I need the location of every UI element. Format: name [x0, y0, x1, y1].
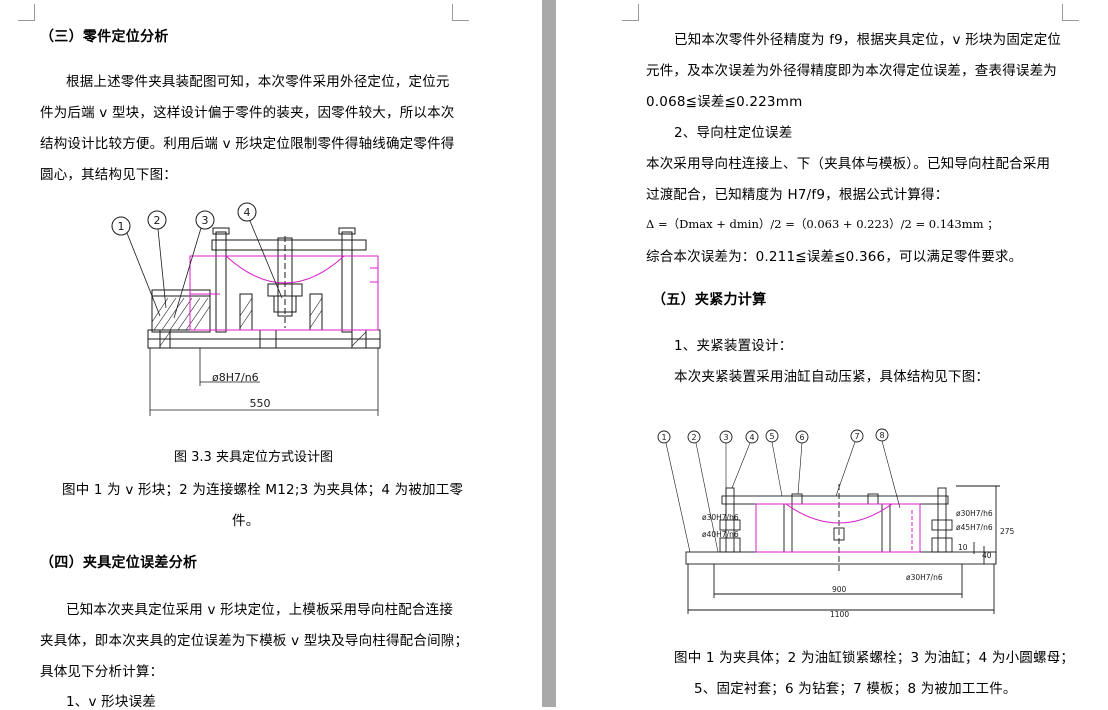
crop-mark — [1062, 4, 1079, 21]
right-page: 已知本次零件外径精度为 f9，根据夹具定位，v 形块为固定定位 元件，及本次误差… — [556, 0, 1108, 707]
paragraph-line: 已知本次零件外径精度为 f9，根据夹具定位，v 形块为固定定位 — [674, 32, 1062, 48]
figure-note-line: 图中 1 为夹具体；2 为油缸锁紧螺栓；3 为油缸；4 为小圆螺母； — [674, 650, 1075, 666]
dimension-10: 10 — [958, 543, 968, 552]
paragraph-line: 已知本次夹具定位采用 v 形块定位，上模板采用导向柱配合连接 — [66, 602, 454, 618]
callout-7: 7 — [854, 432, 859, 441]
callout-5: 5 — [769, 432, 774, 441]
error-formula: Δ =（Dmax + dmin）/2 =（0.063 + 0.223）/2 = … — [646, 217, 999, 231]
clamping-device-drawing: 1 2 3 4 5 6 7 8 ø30H7/h6 ø40H7/n6 ø30H7/… — [657, 428, 1015, 619]
callout-8: 8 — [879, 431, 884, 440]
paragraph-line: 本次采用导向柱连接上、下（夹具体与模板）。已知导向柱配合采用 — [646, 156, 1051, 172]
summary-line: 综合本次误差为：0.211≦误差≦0.366，可以满足零件要求。 — [646, 249, 1023, 265]
fit-label: ø8H7/n6 — [212, 371, 259, 384]
paragraph-line: 根据上述零件夹具装配图可知，本次零件采用外径定位，定位元 — [66, 74, 450, 90]
crop-mark — [452, 4, 469, 21]
paragraph-line: 夹具体，即本次夹具的定位误差为下模板 v 型块及导向柱得配合间隙； — [40, 633, 469, 649]
callout-4: 4 — [749, 433, 754, 442]
dimension-275: 275 — [1000, 527, 1015, 536]
figure-note-line: 件。 — [232, 513, 260, 529]
callout-3: 3 — [202, 214, 209, 227]
paragraph-line: 0.068≦误差≦0.223mm — [646, 94, 803, 110]
callout-4: 4 — [244, 206, 251, 219]
callout-2: 2 — [691, 433, 696, 442]
figure-note-line: 图中 1 为 v 形块；2 为连接螺栓 M12;3 为夹具体；4 为被加工零 — [62, 482, 464, 498]
paragraph-line: 元件，及本次误差为外径得精度即为本次得定位误差，查表得误差为 — [646, 63, 1057, 79]
figure-caption: 图 3.3 夹具定位方式设计图 — [174, 450, 333, 465]
heading-clamping-force: （五）夹紧力计算 — [652, 292, 767, 308]
figure-note-line: 5、固定衬套；6 为钻套；7 模板；8 为被加工工件。 — [694, 681, 1017, 697]
dimension-900: 900 — [832, 585, 847, 594]
fit-label: ø40H7/n6 — [702, 530, 739, 539]
paragraph-line: 过渡配合，已知精度为 H7/f9，根据公式计算得： — [646, 187, 949, 203]
list-item: 1、夹紧装置设计： — [674, 338, 793, 354]
dimension-1100: 1100 — [830, 610, 849, 619]
paragraph-line: 结构设计比较方便。利用后端 v 形块定位限制零件得轴线确定零件得 — [40, 136, 455, 152]
paragraph-line: 具体见下分析计算： — [40, 664, 164, 680]
dimension-40: 40 — [982, 551, 992, 560]
crop-mark — [18, 4, 35, 21]
heading-part-positioning: （三）零件定位分析 — [40, 29, 169, 45]
fit-label: ø30H7/h6 — [702, 513, 739, 522]
fixture-positioning-drawing: 1 2 3 4 ø8H7/n6 550 — [111, 202, 381, 416]
width-dimension: 550 — [250, 397, 271, 410]
callout-6: 6 — [799, 433, 804, 442]
page-gutter — [542, 0, 556, 707]
fit-label: ø45H7/n6 — [956, 523, 993, 532]
paragraph-line: 圆心，其结构见下图： — [40, 167, 177, 183]
callout-1: 1 — [661, 433, 666, 442]
list-item: 2、导向柱定位误差 — [674, 125, 793, 141]
paragraph-line: 件为后端 v 型块，这样设计偏于零件的装夹，因零件较大，所以本次 — [40, 105, 455, 121]
callout-2: 2 — [154, 214, 161, 227]
paragraph-line: 本次夹紧装置采用油缸自动压紧，具体结构见下图： — [674, 369, 990, 385]
list-item: 1、v 形块误差 — [66, 694, 156, 710]
callout-1: 1 — [118, 220, 125, 233]
heading-positioning-error: （四）夹具定位误差分析 — [40, 555, 198, 571]
fit-label: ø30H7/n6 — [906, 573, 943, 582]
callout-3: 3 — [723, 433, 728, 442]
crop-mark — [622, 4, 639, 21]
fit-label: ø30H7/h6 — [956, 509, 993, 518]
left-page: （三）零件定位分析 根据上述零件夹具装配图可知，本次零件采用外径定位，定位元 件… — [0, 0, 542, 710]
